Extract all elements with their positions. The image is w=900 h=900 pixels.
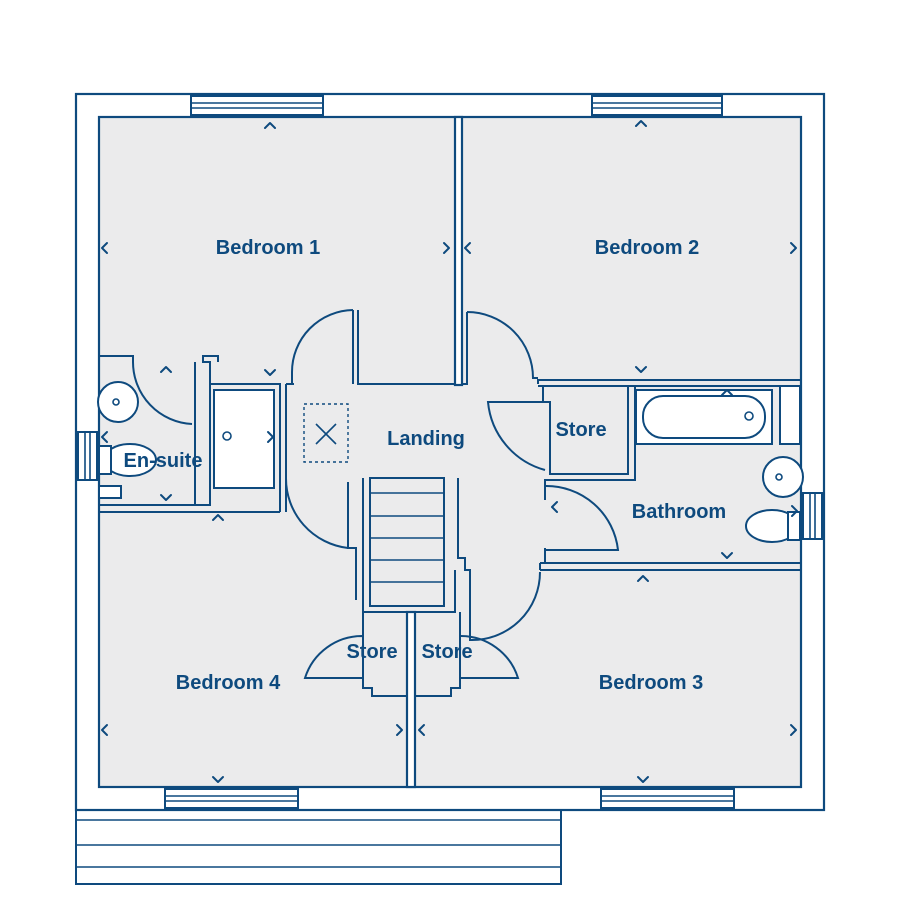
outer-wall [74, 92, 826, 812]
window-bedroom1 [190, 95, 324, 116]
ensuite-fixtures [97, 381, 275, 499]
bathroom-fixtures [635, 385, 804, 543]
loft-hatch [303, 403, 349, 463]
porch-steps [75, 809, 562, 885]
label-bedroom-1: Bedroom 1 [216, 237, 320, 259]
window-bedroom4 [164, 788, 299, 809]
window-ensuite [77, 431, 98, 481]
label-bathroom: Bathroom [632, 501, 726, 523]
label-store-top: Store [555, 419, 606, 441]
window-bathroom [802, 492, 823, 540]
label-landing: Landing [387, 428, 465, 450]
label-store-left: Store [346, 641, 397, 663]
label-bedroom-4: Bedroom 4 [176, 672, 281, 694]
label-en-suite: En-suite [124, 450, 203, 472]
label-bedroom-3: Bedroom 3 [599, 672, 703, 694]
label-bedroom-2: Bedroom 2 [595, 237, 699, 259]
staircase [369, 477, 445, 607]
window-bedroom2 [591, 95, 723, 116]
doors [131, 309, 620, 688]
windows [77, 95, 823, 809]
window-bedroom3 [600, 788, 735, 809]
room-labels: Bedroom 1 Bedroom 2 En-suite Landing Sto… [124, 237, 727, 694]
label-store-right: Store [421, 641, 472, 663]
dimension-markers [101, 120, 798, 783]
